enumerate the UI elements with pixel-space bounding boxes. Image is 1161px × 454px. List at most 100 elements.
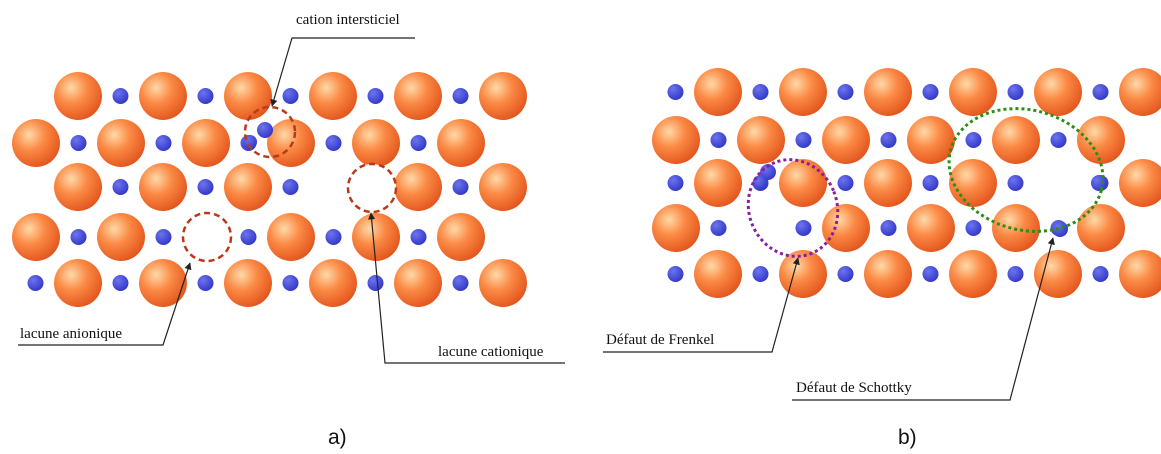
cation-sphere	[453, 275, 469, 291]
cation-sphere	[711, 132, 727, 148]
anion-sphere	[694, 250, 742, 298]
cation-sphere	[966, 220, 982, 236]
cation-sphere	[838, 266, 854, 282]
anion-sphere	[12, 119, 60, 167]
anion-sphere	[394, 259, 442, 307]
anion-sphere	[394, 72, 442, 120]
anion-sphere	[479, 163, 527, 211]
cation-sphere	[283, 179, 299, 195]
anion-sphere	[864, 159, 912, 207]
anion-sphere	[822, 116, 870, 164]
anion-sphere	[139, 259, 187, 307]
cation-sphere	[796, 132, 812, 148]
anion-sphere	[224, 259, 272, 307]
cation-sphere	[881, 220, 897, 236]
anion-sphere	[1119, 68, 1161, 116]
cation-sphere	[711, 220, 727, 236]
cation-sphere	[1008, 266, 1024, 282]
cation-sphere	[668, 175, 684, 191]
anion-sphere	[694, 68, 742, 116]
anion-sphere	[864, 250, 912, 298]
anion-sphere	[1119, 159, 1161, 207]
cation-sphere	[368, 88, 384, 104]
anion-sphere	[737, 116, 785, 164]
cation-sphere	[257, 122, 273, 138]
cation-sphere	[1008, 175, 1024, 191]
cation-sphere	[156, 229, 172, 245]
anion-sphere	[949, 159, 997, 207]
schottky-leader-line	[792, 238, 1053, 400]
cation-sphere	[71, 229, 87, 245]
cation-sphere	[453, 88, 469, 104]
cation-sphere	[283, 275, 299, 291]
panel-b-lattice	[652, 68, 1161, 298]
cation-sphere	[966, 132, 982, 148]
cation-sphere	[1091, 175, 1107, 191]
anion-sphere	[182, 119, 230, 167]
anion-sphere	[97, 119, 145, 167]
anion-sphere	[779, 68, 827, 116]
anion-sphere	[694, 159, 742, 207]
cation-sphere	[881, 132, 897, 148]
cation-sphere	[326, 229, 342, 245]
anion-sphere	[309, 72, 357, 120]
anion-sphere	[479, 259, 527, 307]
panel-a-caption: a)	[328, 426, 347, 449]
anion-sphere	[352, 119, 400, 167]
anion-sphere	[479, 72, 527, 120]
cation-sphere	[113, 179, 129, 195]
cation-sphere	[668, 266, 684, 282]
panel-b: Défaut de Frenkel Défaut de Schottky b)	[603, 68, 1161, 449]
cation-sphere	[838, 84, 854, 100]
interstitial-cation-label: cation intersticiel	[296, 12, 400, 28]
anion-sphere	[224, 163, 272, 211]
cation-sphere	[113, 88, 129, 104]
anion-sphere	[907, 204, 955, 252]
cation-sphere	[71, 135, 87, 151]
anion-sphere	[54, 163, 102, 211]
anion-sphere	[139, 72, 187, 120]
anion-sphere	[1119, 250, 1161, 298]
anion-sphere	[779, 250, 827, 298]
anion-sphere	[1077, 116, 1125, 164]
cation-sphere	[923, 84, 939, 100]
cation-sphere	[368, 275, 384, 291]
cation-vacancy-marker	[348, 164, 396, 212]
cation-sphere	[753, 84, 769, 100]
anion-vacancy-marker	[183, 213, 231, 261]
frenkel-label: Défaut de Frenkel	[606, 332, 714, 348]
cation-sphere	[411, 229, 427, 245]
anion-sphere	[97, 213, 145, 261]
cation-sphere	[923, 175, 939, 191]
anion-sphere	[437, 213, 485, 261]
schottky-label: Défaut de Schottky	[796, 380, 912, 396]
cation-sphere	[28, 275, 44, 291]
anion-sphere	[652, 204, 700, 252]
cation-sphere	[1093, 84, 1109, 100]
anion-sphere	[1034, 68, 1082, 116]
anion-sphere	[864, 68, 912, 116]
anion-sphere	[949, 68, 997, 116]
cation-sphere	[198, 88, 214, 104]
anion-sphere	[1034, 250, 1082, 298]
panel-a: cation intersticiel lacune anionique lac…	[12, 12, 565, 449]
cation-sphere	[838, 175, 854, 191]
anion-sphere	[437, 119, 485, 167]
cation-sphere	[283, 88, 299, 104]
cation-sphere	[411, 135, 427, 151]
anion-sphere	[54, 72, 102, 120]
anion-sphere	[1077, 204, 1125, 252]
cation-sphere	[198, 179, 214, 195]
cation-sphere	[753, 266, 769, 282]
cation-sphere	[1093, 266, 1109, 282]
anion-sphere	[139, 163, 187, 211]
anion-vacancy-label: lacune anionique	[20, 326, 122, 342]
cation-sphere	[198, 275, 214, 291]
anion-sphere	[309, 259, 357, 307]
anion-sphere	[12, 213, 60, 261]
cation-vacancy-label: lacune cationique	[438, 344, 544, 360]
cation-sphere	[1052, 221, 1068, 237]
anion-sphere	[949, 250, 997, 298]
cation-sphere	[796, 220, 812, 236]
